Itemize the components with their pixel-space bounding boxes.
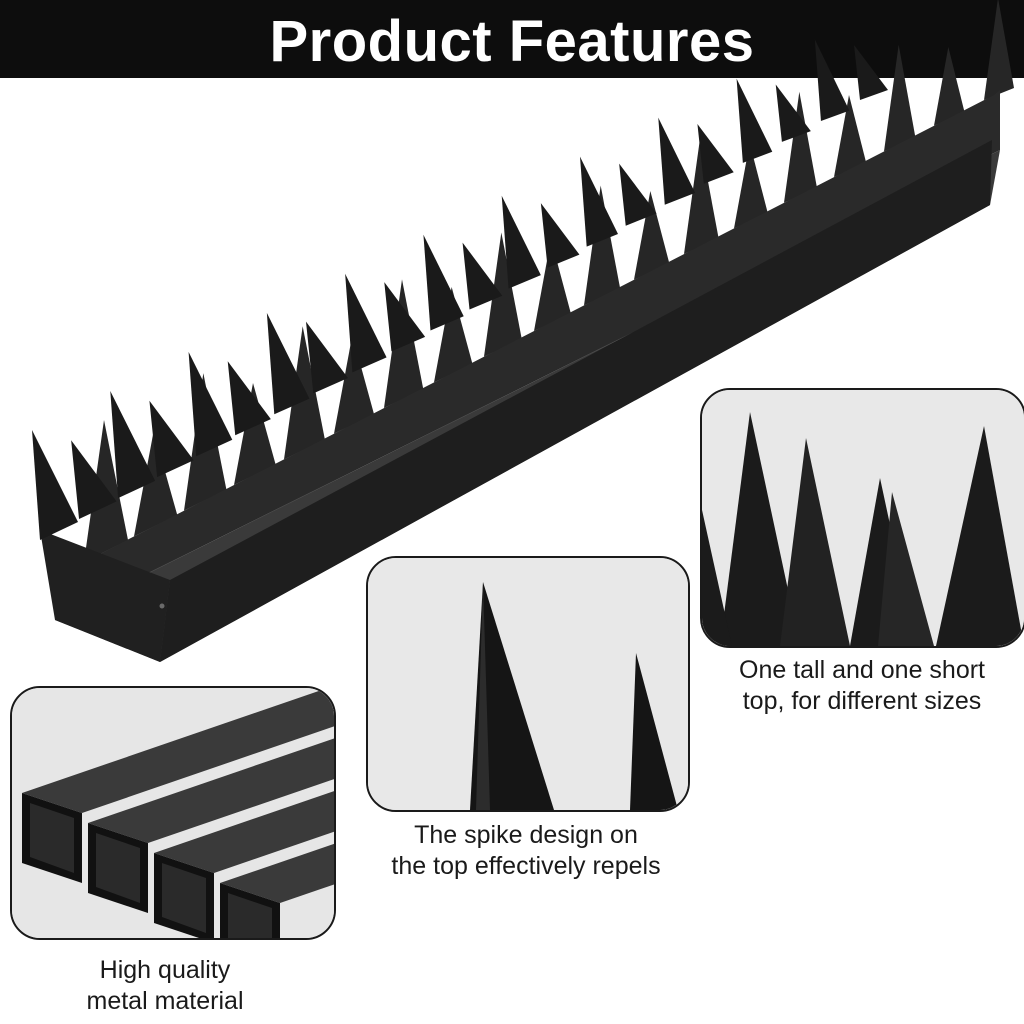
feature-caption-spike-design: The spike design on the top effectively … [391, 821, 661, 880]
channel-outer-edge [160, 140, 992, 662]
back-spike [984, 0, 1014, 100]
back-spike [234, 383, 276, 485]
front-spike [188, 351, 233, 457]
back-spike [134, 431, 178, 537]
back-spike [534, 239, 571, 331]
tube-top [22, 688, 334, 813]
square-metal-tubes-image [12, 688, 334, 938]
tall-and-short-spikes-image [702, 390, 1024, 646]
front-spike [71, 440, 117, 520]
back-spike [834, 95, 867, 177]
front-spike [266, 312, 310, 415]
mounting-hole [159, 603, 165, 609]
back-spike [884, 44, 916, 152]
front-spike [814, 39, 850, 121]
front-spike [658, 117, 696, 205]
feature-panel-spike-heights [700, 388, 1024, 648]
spike-closeup-image [368, 558, 688, 810]
front-spike [110, 390, 156, 499]
channel-inner-wall [70, 90, 1000, 612]
tube-top [88, 738, 334, 843]
front-spike [501, 195, 541, 289]
front-spike [345, 273, 387, 373]
front-spike [619, 163, 657, 226]
tube-hollow [30, 803, 74, 873]
front-spike [384, 282, 426, 352]
front-spike [854, 45, 888, 100]
back-spike [434, 287, 473, 383]
tube-top [220, 843, 334, 903]
channel-front-wall [40, 530, 170, 662]
front-spike [149, 400, 194, 478]
front-spike [227, 361, 271, 436]
title-banner [0, 0, 1024, 78]
front-spike-row [32, 39, 888, 540]
back-spike [584, 185, 621, 306]
front-spike [580, 156, 618, 247]
feature-panel-spike-design [366, 556, 690, 812]
front-spike [775, 84, 811, 142]
back-spike [734, 143, 768, 229]
feature-caption-spike-heights: One tall and one short top, for differen… [739, 656, 985, 715]
back-spike [784, 91, 818, 203]
front-spike [540, 203, 580, 268]
back-spike [484, 232, 522, 357]
tube-top [154, 791, 334, 873]
front-spike [462, 242, 503, 310]
front-spike [736, 78, 773, 163]
back-spike [934, 47, 965, 126]
tube-hollow [96, 833, 140, 903]
feature-caption-material: High quality metal material [86, 956, 244, 1015]
back-spike [634, 191, 670, 280]
tube-hollow [228, 893, 272, 938]
page-title: Product Features [269, 9, 755, 74]
feature-panel-material [10, 686, 336, 940]
back-spike [684, 138, 719, 254]
front-spike [423, 234, 464, 331]
back-spike [334, 335, 375, 434]
tube-hollow [162, 863, 206, 933]
front-spike [306, 321, 348, 394]
front-spike [32, 430, 78, 540]
front-spike [697, 124, 734, 184]
